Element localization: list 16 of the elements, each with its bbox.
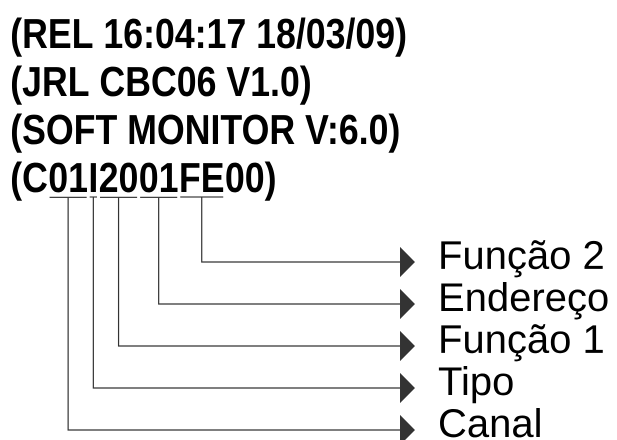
field-label: Função 1	[441, 324, 603, 362]
field-label: Endereço	[441, 282, 608, 320]
header-text: (SOFT MONITOR V:6.0)	[12, 114, 399, 153]
field-label: Canal	[440, 408, 540, 438]
underlined-code-segment: 01	[50, 162, 87, 198]
field-label: Função 2	[441, 240, 603, 278]
code-text: (C	[12, 162, 47, 201]
leader-arrow	[68, 197, 415, 440]
underlined-code-segment: 20	[100, 162, 138, 198]
underlined-code-segment: I	[90, 163, 97, 198]
underlined-code-segment: 01	[140, 162, 178, 198]
code-text: 00)	[226, 162, 275, 201]
header-text: (JRL CBC06 V1.0)	[12, 66, 310, 105]
underlined-code-segment: FE	[180, 163, 224, 198]
header-text: (REL 16:04:17 18/03/09)	[12, 18, 406, 57]
field-label: Tipo	[438, 366, 513, 404]
